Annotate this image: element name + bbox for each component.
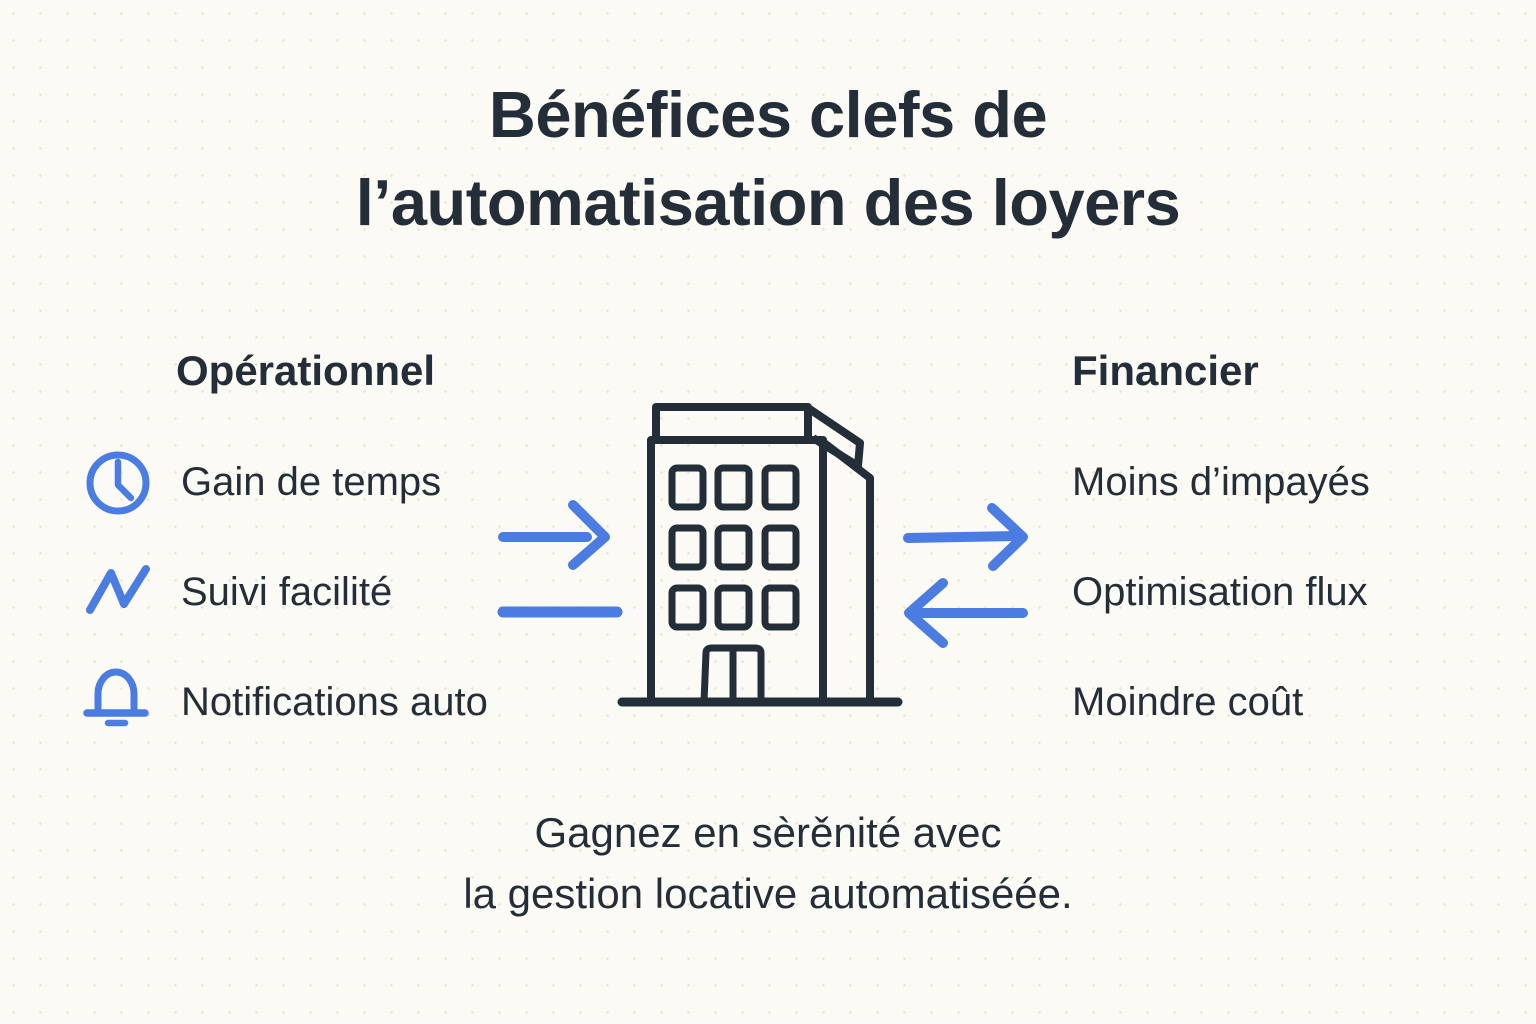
arrow-right-icon	[903, 503, 1028, 571]
footer-tagline-line2: la gestion locative automatiséée.	[463, 870, 1073, 917]
bell-icon	[82, 656, 154, 732]
page-title-line1: Bénéfices clefs de	[488, 78, 1048, 151]
operational-column-header: Opérationnel	[176, 347, 436, 394]
operational-item-label: Notifications auto	[181, 680, 488, 724]
financial-item-label: Moins d’impayés	[1072, 460, 1370, 504]
building-icon	[600, 390, 930, 720]
financial-item-label: Moindre coût	[1072, 680, 1304, 724]
right-flow-arrows	[895, 490, 1040, 650]
financial-item-label: Optimisation flux	[1072, 570, 1368, 614]
operational-item-label: Suivi facilité	[181, 570, 393, 614]
financial-column-header: Financier	[1072, 347, 1259, 394]
trend-line-icon	[85, 560, 151, 620]
page-title: Bénéfices clefs de l’automatisation des …	[0, 71, 1536, 247]
footer-tagline-line1: Gagnez en sèrěnité avec	[534, 809, 1002, 856]
arrow-right-icon	[498, 500, 610, 570]
clock-icon	[82, 447, 154, 519]
page-title-line2: l’automatisation des loyers	[355, 166, 1181, 239]
arrow-left-icon	[904, 578, 1028, 648]
footer-tagline: Gagnez en sèrěnité avec la gestion locat…	[0, 802, 1536, 924]
left-flow-arrows	[495, 495, 635, 630]
operational-item-label: Gain de temps	[181, 460, 442, 504]
